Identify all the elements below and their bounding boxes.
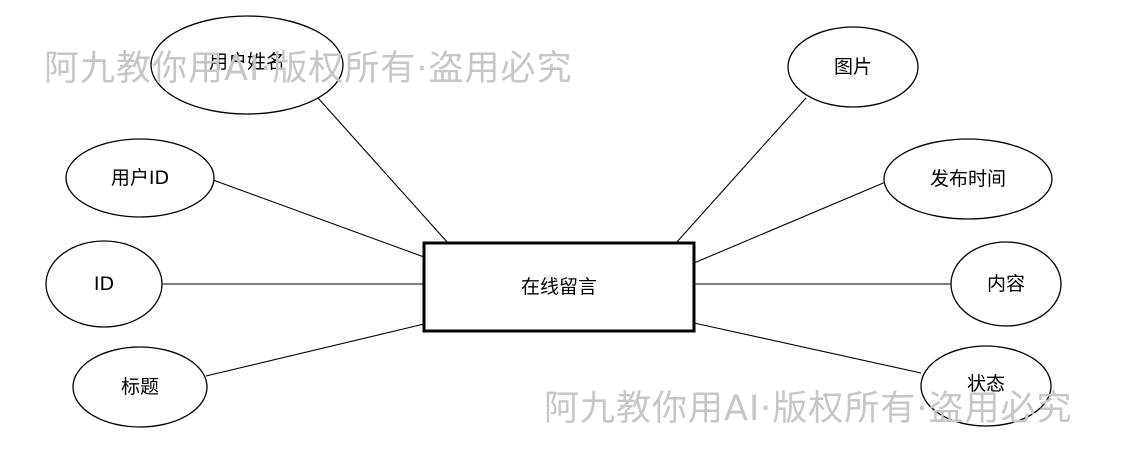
attr-status-label: 状态 bbox=[967, 373, 1005, 395]
entity-online-message: 在线留言 bbox=[422, 241, 696, 333]
attr-image: 图片 bbox=[787, 26, 919, 108]
attr-content: 内容 bbox=[950, 241, 1062, 327]
connector-status bbox=[693, 322, 922, 374]
attr-id-label: ID bbox=[94, 273, 114, 295]
attr-title: 标题 bbox=[72, 346, 208, 428]
connector-publish-time bbox=[693, 180, 889, 264]
connector-user-name bbox=[317, 97, 449, 244]
attr-content-label: 内容 bbox=[987, 273, 1025, 295]
connector-image bbox=[675, 97, 807, 244]
connector-title bbox=[205, 323, 425, 377]
attr-user-name: 用户姓名 bbox=[150, 15, 344, 115]
attr-status: 状态 bbox=[920, 345, 1052, 427]
attr-user-name-label: 用户姓名 bbox=[209, 51, 285, 73]
attr-id: ID bbox=[45, 240, 163, 328]
attr-user-id: 用户ID bbox=[65, 138, 215, 218]
attr-title-label: 标题 bbox=[121, 376, 159, 398]
entity-label: 在线留言 bbox=[521, 276, 597, 298]
attr-publish-time-label: 发布时间 bbox=[930, 168, 1006, 190]
attr-image-label: 图片 bbox=[834, 56, 872, 78]
connector-user-id bbox=[212, 179, 425, 258]
attr-user-id-label: 用户ID bbox=[111, 167, 169, 189]
attr-publish-time: 发布时间 bbox=[883, 138, 1053, 220]
